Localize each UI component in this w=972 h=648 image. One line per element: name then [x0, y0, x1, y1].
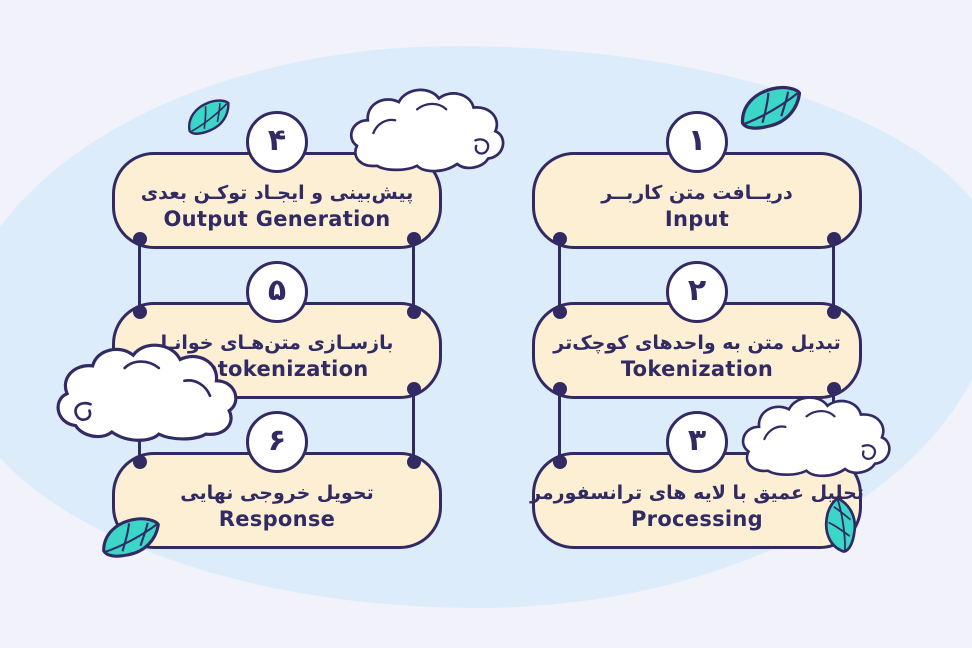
- step-title-fa: بازسـازی متن‌هـای خوانـا: [160, 332, 394, 354]
- step-title-fa: تحویل خروجی نهایی: [180, 482, 374, 504]
- cloud-icon: [349, 88, 505, 173]
- step-number-badge-2: ۲: [666, 261, 728, 323]
- connector-dot: [407, 455, 421, 469]
- connector-dot: [133, 232, 147, 246]
- connector-line: [138, 239, 141, 312]
- step-title-fa: تحلیل عمیق با لایه های ترانسفورمر: [530, 482, 864, 504]
- step-title-en: Processing: [630, 507, 764, 531]
- cloud-icon: [741, 396, 891, 478]
- step-number-badge-3: ۳: [666, 411, 728, 473]
- leaf-icon: [102, 517, 160, 558]
- connector-dot: [553, 232, 567, 246]
- connector-dot: [133, 455, 147, 469]
- leaf-icon: [187, 99, 230, 135]
- step-title-fa: تبدیل متن به واحدهای کوچک‌تر: [553, 332, 841, 354]
- connector-line: [412, 389, 415, 462]
- step-title-en: Output Generation: [163, 207, 391, 231]
- connector-dot: [407, 305, 421, 319]
- step-title-en: Response: [218, 507, 336, 531]
- connector-dot: [553, 305, 567, 319]
- connector-line: [832, 239, 835, 312]
- cloud-icon: [56, 343, 238, 442]
- leaf-icon: [824, 497, 857, 553]
- connector-dot: [827, 382, 841, 396]
- step-title-fa: دریــافت متن کاربــر: [601, 182, 793, 204]
- step-number-badge-6: ۶: [246, 411, 308, 473]
- step-title-en: Input: [664, 207, 730, 231]
- step-number-badge-4: ۴: [246, 111, 308, 173]
- step-number-badge-1: ۱: [666, 111, 728, 173]
- connector-dot: [133, 305, 147, 319]
- connector-line: [558, 389, 561, 462]
- leaf-icon: [740, 85, 802, 130]
- step-card-response: تحویل خروجی نهایی Response: [112, 452, 442, 549]
- step-number-badge-5: ۵: [246, 261, 308, 323]
- step-card-input: دریــافت متن کاربــر Input: [532, 152, 862, 249]
- connector-line: [558, 239, 561, 312]
- connector-line: [412, 239, 415, 312]
- connector-dot: [827, 305, 841, 319]
- connector-dot: [827, 232, 841, 246]
- connector-dot: [553, 382, 567, 396]
- connector-dot: [407, 382, 421, 396]
- step-title-en: Tokenization: [620, 357, 774, 381]
- connector-dot: [407, 232, 421, 246]
- connector-dot: [553, 455, 567, 469]
- step-title-fa: پیش‌بینی و ایجـاد توکـن بعدی: [140, 182, 414, 204]
